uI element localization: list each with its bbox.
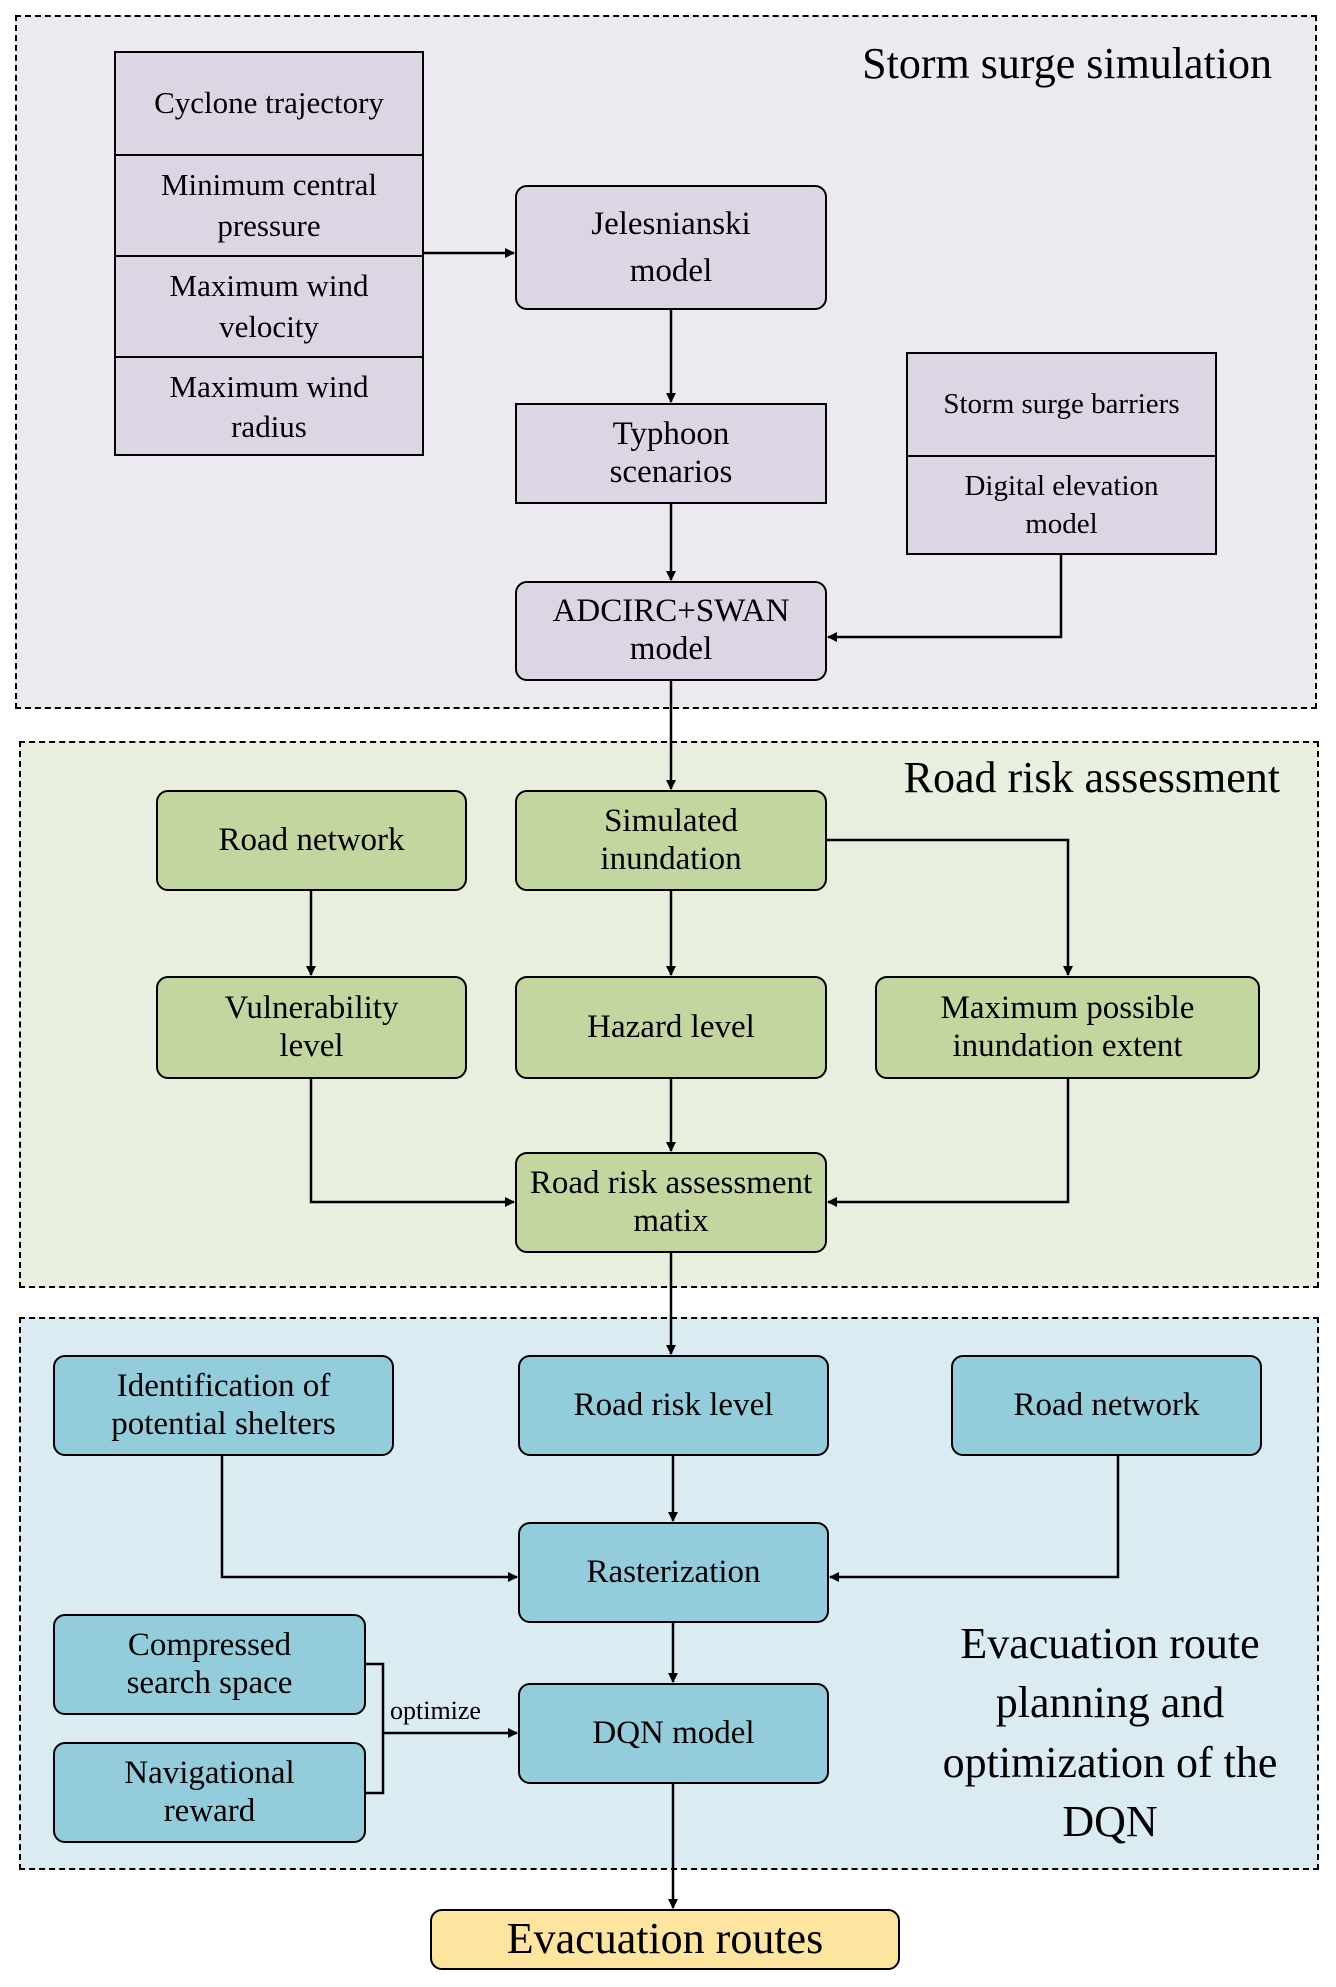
section-title-storm-surge: Storm surge simulation [862,39,1272,88]
navigational-reward-box: Navigational reward [53,1742,366,1843]
vulnerability-level-box: Vulnerability level [156,976,467,1079]
optimize-label: optimize [390,1696,481,1725]
compressed-search-space-box: Compressed search space [53,1614,366,1715]
arrow-vulnerability-to-matrix [309,1079,515,1207]
cyclone-parameters-stack: Cyclone trajectory Minimum central press… [114,51,424,456]
simulated-inundation-box: Simulated inundation [515,790,827,891]
rasterization-box: Rasterization [518,1522,829,1623]
arrow-max-to-matrix [827,1079,1070,1207]
arrow-simulated-to-max [827,838,1073,976]
storm-surge-barriers: Storm surge barriers [943,387,1180,420]
arrow-shelters-to-rasterization [220,1456,518,1582]
typhoon-scenarios-box: Typhoon scenarios [515,403,827,504]
potential-shelters-box: Identification of potential shelters [53,1355,394,1456]
hazard-level-box: Hazard level [515,976,827,1079]
adcirc-swan-model-box: ADCIRC+SWAN model [515,581,827,681]
param-max-wind-velocity: Maximum wind velocity [116,255,422,356]
section-title-evacuation: Evacuation route planning and optimizati… [942,1619,1278,1847]
road-risk-matrix-box: Road risk assessment matix [515,1152,827,1253]
road-risk-level-box: Road risk level [518,1355,829,1456]
section-title-road-risk: Road risk assessment [903,753,1280,802]
evacuation-routes-box: Evacuation routes [430,1909,900,1970]
road-network-evac-box: Road network [951,1355,1262,1456]
optimize-bracket [366,1662,385,1795]
arrow-dem-to-adcirc [827,555,1063,642]
digital-elevation-model: Digital elevation model [908,455,1215,555]
dqn-model-box: DQN model [518,1683,829,1784]
road-network-box: Road network [156,790,467,891]
arrow-road-network-to-rasterization [829,1456,1120,1582]
jelesnianski-model-box: Jelesnianski model [515,185,827,310]
param-max-wind-radius: Maximum wind radius [116,356,422,456]
terrain-inputs-stack: Storm surge barriers Digital elevation m… [906,352,1217,555]
param-cyclone-trajectory: Cyclone trajectory [154,85,384,121]
param-min-central-pressure: Minimum central pressure [116,154,422,255]
max-inundation-extent-box: Maximum possible inundation extent [875,976,1260,1079]
